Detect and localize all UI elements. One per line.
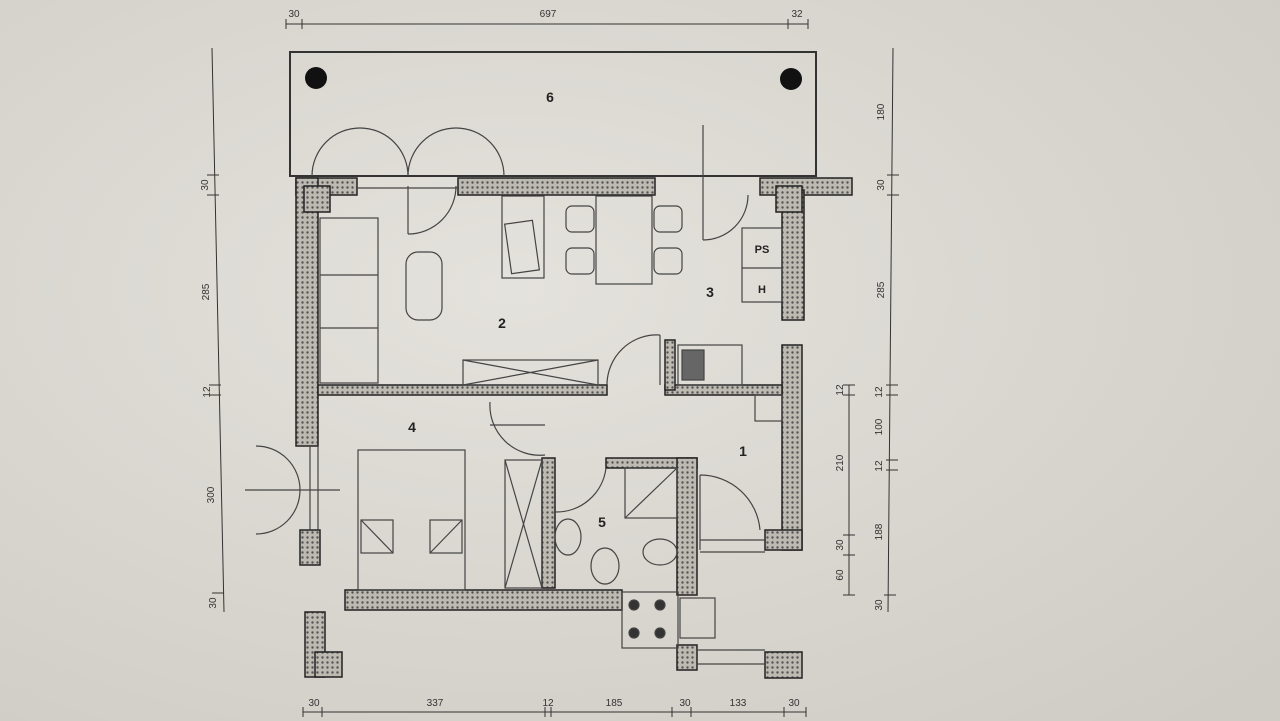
dim-left-3: 300 [206, 486, 217, 503]
dim-top-1: 697 [540, 9, 557, 20]
dim-right-3: 12 [874, 386, 885, 398]
room-label-6: 6 [546, 89, 554, 105]
dim-inner-1: 210 [835, 454, 846, 471]
room-label-3: 3 [706, 284, 714, 300]
dimension-lines [207, 19, 899, 717]
column-left [305, 67, 327, 89]
dim-left-0: 30 [200, 179, 211, 191]
dim-right-7: 30 [874, 599, 885, 611]
dim-bottom-2: 12 [542, 698, 554, 709]
dim-right-6: 188 [874, 523, 885, 540]
dim-bottom-1: 337 [427, 698, 444, 709]
dim-right-2: 285 [876, 281, 887, 298]
dim-left-4: 30 [208, 597, 219, 609]
walls [295, 177, 853, 679]
room-label-2: 2 [498, 315, 506, 331]
dim-inner-2: 30 [835, 539, 846, 551]
dim-bottom-3: 185 [606, 698, 623, 709]
dim-bottom-6: 30 [788, 698, 800, 709]
column-right [780, 68, 802, 90]
dim-right-5: 12 [874, 460, 885, 472]
dim-right-0: 180 [876, 103, 887, 120]
h-label: H [758, 284, 766, 296]
furniture [319, 195, 783, 649]
dim-inner-0: 12 [835, 384, 846, 396]
dim-bottom-0: 30 [308, 698, 320, 709]
dim-bottom-5: 133 [730, 698, 747, 709]
ps-label: PS [755, 244, 770, 256]
room-label-4: 4 [408, 419, 416, 435]
dim-top-0: 30 [288, 9, 300, 20]
dim-right-4: 100 [874, 418, 885, 435]
dim-inner-3: 60 [835, 569, 846, 581]
room-label-1: 1 [739, 443, 747, 459]
dim-bottom-4: 30 [679, 698, 691, 709]
balcony-outline [289, 51, 817, 177]
dim-right-1: 30 [876, 179, 887, 191]
room-label-5: 5 [598, 514, 606, 530]
doors [245, 125, 765, 665]
dim-left-1: 285 [201, 283, 212, 300]
dim-left-2: 12 [202, 386, 213, 398]
dim-top-2: 32 [791, 9, 803, 20]
